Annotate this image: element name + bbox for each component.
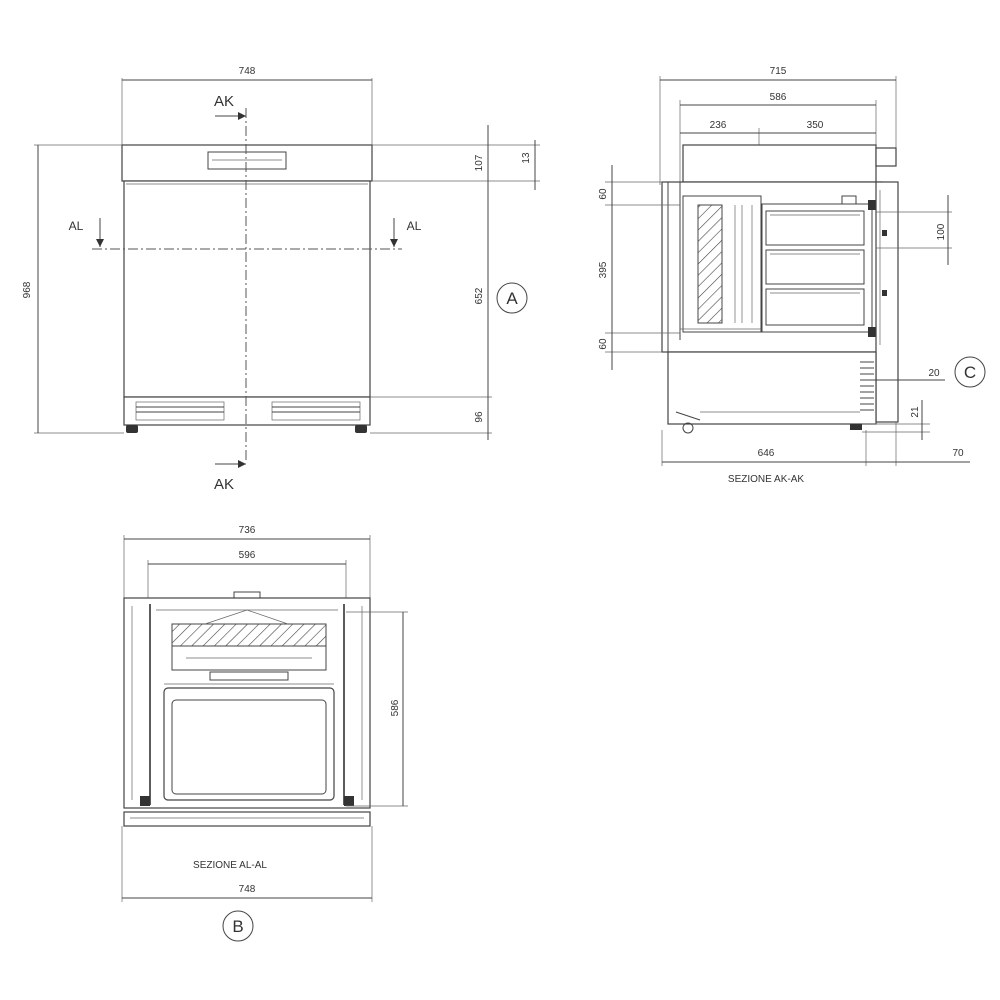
view-b-section-al: 736 596 586 (121, 525, 408, 942)
view-marker-c: C (954, 356, 986, 388)
svg-text:70: 70 (952, 448, 964, 459)
view-c-section-ak: 715 586 236 350 (598, 66, 986, 485)
dim-a-width-label: 748 (239, 66, 256, 77)
svg-text:586: 586 (390, 699, 401, 716)
c-hatched-element (697, 204, 723, 324)
view-marker-b: B (222, 910, 254, 942)
foot-left (126, 425, 138, 433)
dim-c-split-left: 236 (710, 120, 727, 131)
dim-c-bottom: 646 70 (661, 422, 970, 466)
c-cabinet-outline (661, 181, 883, 353)
svg-text:395: 395 (598, 261, 609, 278)
dim-c-split-right: 350 (807, 120, 824, 131)
dim-c-left: 60 395 60 (598, 165, 680, 370)
svg-text:AK: AK (214, 476, 234, 493)
svg-text:748: 748 (239, 884, 256, 895)
c-caption: SEZIONE AK-AK (728, 474, 804, 485)
base-plinth (123, 396, 371, 426)
view-marker-a: A (496, 282, 528, 314)
dim-b-height: 586 (346, 611, 408, 807)
door-panel (123, 180, 371, 398)
c-front-door (875, 181, 899, 423)
dim-b-width-inner: 596 (239, 550, 256, 561)
b-caption: SEZIONE AL-AL (193, 860, 267, 871)
dim-a-total-height: 968 (22, 144, 124, 434)
svg-text:100: 100 (936, 223, 947, 240)
c-drawers (761, 195, 877, 337)
c-drawer-3 (765, 288, 865, 326)
c-drawer-2 (765, 249, 865, 285)
c-drawer-1 (765, 210, 865, 246)
control-display (207, 151, 287, 170)
dim-a-vertical: 107 13 652 96 (370, 125, 540, 440)
dim-a-base: 96 (474, 411, 485, 423)
dim-a-top-lip: 13 (521, 152, 532, 164)
svg-text:AL: AL (407, 219, 422, 233)
section-marker-ak-top: AK (214, 93, 246, 120)
svg-text:AK: AK (214, 93, 234, 110)
svg-text:21: 21 (910, 406, 921, 418)
foot-right (355, 425, 367, 433)
svg-text:60: 60 (598, 188, 609, 200)
dim-b-width-outer: 736 (239, 525, 256, 536)
dim-c-top: 715 586 236 350 (659, 66, 897, 185)
svg-text:A: A (506, 289, 518, 308)
b-hatched-element (171, 623, 327, 647)
svg-text:B: B (232, 917, 243, 936)
top-band (121, 144, 373, 182)
dim-c-width-total: 715 (770, 66, 787, 77)
c-inner-cavity (682, 195, 762, 333)
c-lower-compartment (667, 351, 877, 425)
svg-text:20: 20 (928, 368, 940, 379)
svg-text:AL: AL (69, 219, 84, 233)
c-wheel (682, 422, 694, 434)
dim-a-top-band: 107 (474, 154, 485, 171)
svg-text:968: 968 (22, 281, 33, 298)
b-drawer-inner (171, 699, 327, 795)
b-base-plate (123, 811, 371, 827)
dim-b-bottom: 748 (121, 826, 373, 902)
svg-text:60: 60 (598, 338, 609, 350)
view-a-front: 748 AK AK (22, 66, 540, 493)
dim-c-right: 100 20 21 (862, 195, 952, 440)
section-marker-al-left: AL (69, 218, 104, 247)
b-drawer (163, 687, 335, 801)
dim-a-door: 652 (474, 287, 485, 304)
section-marker-al-right: AL (390, 218, 422, 247)
svg-text:646: 646 (758, 448, 775, 459)
section-marker-ak-bottom: AK (214, 460, 246, 493)
dim-c-width-inner: 586 (770, 92, 787, 103)
dim-a-width: 748 (121, 66, 373, 145)
svg-text:C: C (964, 363, 976, 382)
c-top-band (682, 144, 877, 183)
